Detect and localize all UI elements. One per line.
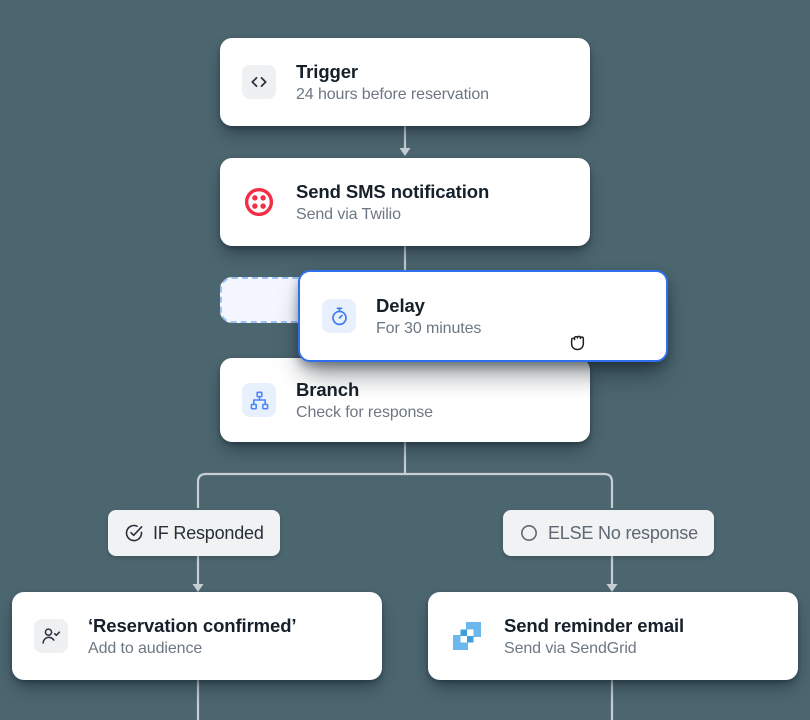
node-title: Branch (296, 378, 360, 400)
node-title: ‘Reservation confirmed’ (88, 614, 297, 636)
node-subtitle: Send via SendGrid (504, 639, 637, 657)
node-subtitle: For 30 minutes (376, 319, 482, 337)
node-title: Send reminder email (504, 614, 685, 636)
node-branch[interactable]: Branch Check for response (220, 358, 590, 442)
node-title: Delay (376, 294, 425, 316)
empty-circle-icon (519, 523, 539, 543)
node-title: Send SMS notification (296, 180, 490, 202)
sendgrid-logo-icon (450, 619, 484, 653)
node-send-sms[interactable]: Send SMS notification Send via Twilio (220, 158, 590, 246)
grabbing-hand-cursor (566, 330, 592, 356)
code-brackets-icon (242, 65, 276, 99)
check-circle-icon (124, 523, 144, 543)
node-title: Trigger (296, 60, 359, 82)
branch-condition-label: ELSE No response (548, 522, 698, 543)
branch-condition-else[interactable]: ELSE No response (503, 510, 714, 556)
user-check-icon (34, 619, 68, 653)
node-subtitle: Check for response (296, 403, 433, 421)
node-trigger[interactable]: Trigger 24 hours before reservation (220, 38, 590, 126)
node-delay-dragging[interactable]: Delay For 30 minutes (298, 270, 668, 362)
branch-condition-if[interactable]: IF Responded (108, 510, 280, 556)
node-reservation-confirmed[interactable]: ‘Reservation confirmed’ Add to audience (12, 592, 382, 680)
node-subtitle: 24 hours before reservation (296, 85, 489, 103)
twilio-logo-icon (242, 185, 276, 219)
node-subtitle: Add to audience (88, 639, 203, 657)
sitemap-icon (242, 383, 276, 417)
node-subtitle: Send via Twilio (296, 205, 401, 223)
stopwatch-icon (322, 299, 356, 333)
node-send-reminder-email[interactable]: Send reminder email Send via SendGrid (428, 592, 798, 680)
branch-condition-label: IF Responded (153, 522, 264, 543)
